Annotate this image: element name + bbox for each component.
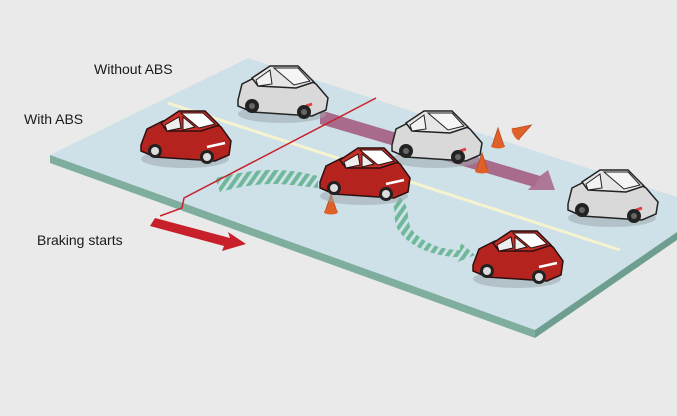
braking-start-line: [159, 97, 377, 217]
traffic-cone-icon: [509, 118, 536, 142]
with-abs-path-arrow: [215, 170, 475, 263]
with-abs-label: With ABS: [24, 111, 84, 127]
braking-starts-label: Braking starts: [37, 232, 123, 248]
without-abs-label: Without ABS: [94, 61, 173, 77]
braking-arrow-icon: [150, 218, 246, 251]
